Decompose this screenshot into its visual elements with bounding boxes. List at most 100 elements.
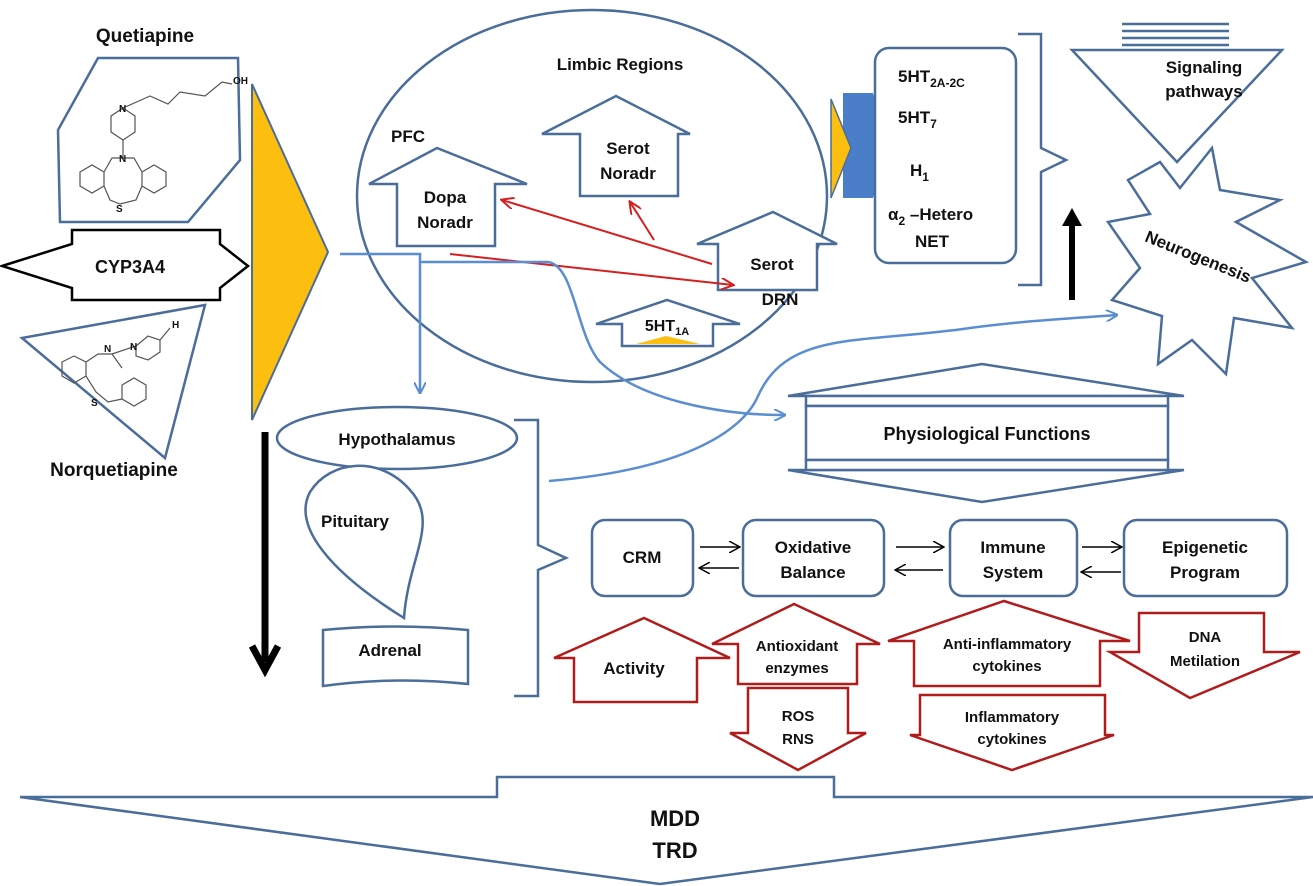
outcome-line2: TRD: [652, 838, 697, 863]
physiological-box: [804, 404, 1170, 462]
outcome-line1: MDD: [650, 806, 700, 831]
adrenal-label: Adrenal: [358, 641, 421, 660]
norquetiapine-atom-s: S: [91, 398, 98, 409]
pituitary-label: Pituitary: [321, 512, 390, 531]
dna-metilation-line2: Metilation: [1170, 653, 1240, 670]
inflammatory-line2: cytokines: [977, 731, 1046, 748]
limbic-regions-oval: [355, 8, 829, 384]
epigenetic-program-line1: Epigenetic: [1162, 538, 1248, 557]
oxidative-balance-line2: Balance: [780, 563, 845, 582]
limbic-up-arrow: [541, 94, 691, 198]
pituitary-shape: [304, 464, 424, 621]
anti-inflammatory-line1: Anti-inflammatory: [943, 636, 1072, 653]
norquetiapine-structure-icon: [61, 327, 171, 407]
autoreceptor-gold-fill: [636, 336, 700, 344]
receptor-5ht7: 5HT7: [898, 108, 937, 131]
drn-arrow-label: Serot: [750, 255, 794, 274]
limbic-regions-title: Limbic Regions: [557, 55, 684, 74]
quetiapine-atom-n2: N: [119, 104, 126, 115]
blue-connector-to-hypothalamus: [340, 252, 420, 392]
norquetiapine-atom-h: H: [172, 320, 179, 331]
immune-system-line1: Immune: [980, 538, 1045, 557]
norquetiapine-triangle: [19, 303, 207, 461]
epigenetic-program-box: [1122, 518, 1289, 598]
pfc-label: PFC: [391, 127, 425, 146]
quetiapine-atom-oh: OH: [233, 76, 248, 87]
pfc-arrow-line1: Dopa: [424, 188, 467, 207]
red-arrow-drn-to-limbic: [630, 202, 655, 241]
receptor-box: [873, 46, 1018, 265]
oxidative-balance-line1: Oxidative: [775, 538, 852, 557]
hpa-bracket: [514, 418, 570, 698]
antioxidant-line1: Antioxidant: [756, 638, 839, 655]
blue-connector-to-physiological: [420, 260, 784, 415]
norquetiapine-atom-n2: N: [130, 342, 137, 353]
signaling-line1: Signaling: [1166, 58, 1243, 77]
hypothalamus-label: Hypothalamus: [338, 430, 455, 449]
inflammatory-line1: Inflammatory: [965, 709, 1060, 726]
drn-label: DRN: [762, 290, 799, 309]
quetiapine-atom-s: S: [116, 204, 123, 215]
gold-triangle: [251, 83, 330, 421]
signaling-line2: pathways: [1165, 82, 1242, 101]
cyp3a4-arrow: [0, 228, 251, 302]
dna-metilation-arrow: [1105, 611, 1301, 700]
cyp3a4-label: CYP3A4: [95, 257, 165, 277]
autoreceptor-label: 5HT1A: [645, 318, 689, 338]
receptor-alpha2-hetero: α2 –Hetero: [888, 205, 973, 228]
adrenal-shape: [321, 625, 470, 688]
anti-inflammatory-arrow: [887, 599, 1131, 688]
dna-metilation-line1: DNA: [1189, 629, 1222, 646]
black-up-arrow-head: [1062, 208, 1082, 226]
ros-rns-line1: ROS: [782, 708, 815, 725]
limbic-arrow-line1: Serot: [606, 139, 650, 158]
pfc-arrow-line2: Noradr: [417, 213, 473, 232]
drn-up-arrow: [696, 210, 838, 292]
epigenetic-program-line2: Program: [1170, 563, 1240, 582]
pfc-up-arrow: [368, 146, 528, 248]
oxidative-balance-box: [741, 518, 886, 598]
blue-connector-to-neurogenesis: [548, 315, 1116, 483]
physiological-label: Physiological Functions: [883, 424, 1090, 444]
red-arrow-drn-to-pfc: [502, 200, 713, 265]
hypothalamus-shape: [275, 405, 519, 471]
receptor-h1: H1: [910, 161, 929, 184]
antioxidant-arrow: [711, 602, 881, 686]
signaling-pathways-arrow: [1069, 48, 1285, 164]
physiological-band-bottom: [804, 458, 1170, 472]
activity-label: Activity: [603, 659, 665, 678]
neurogenesis-starburst: [1105, 145, 1310, 377]
antioxidant-line2: enzymes: [765, 660, 828, 677]
red-arrow-pfc-to-drn: [449, 253, 733, 285]
cascade-connector-arrows: [700, 547, 1121, 572]
receptor-5ht2a2c: 5HT2A-2C: [898, 67, 965, 90]
quetiapine-atom-n1: N: [119, 154, 126, 165]
immune-system-line2: System: [983, 563, 1043, 582]
physiological-arrow-bottom: [787, 468, 1185, 504]
activity-arrow: [553, 616, 731, 704]
anti-inflammatory-line2: cytokines: [972, 658, 1041, 675]
receptor-net: NET: [915, 232, 950, 251]
limbic-arrow-line2: Noradr: [600, 164, 656, 183]
receptor-gold-chevron: [830, 98, 852, 199]
outcome-arrow: [19, 775, 1313, 886]
norquetiapine-label: Norquetiapine: [50, 460, 178, 481]
autoreceptor-arrow: [595, 298, 741, 348]
quetiapine-label: Quetiapine: [96, 26, 194, 47]
physiological-band-top: [804, 394, 1170, 408]
immune-system-box: [948, 518, 1079, 598]
ros-rns-line2: RNS: [782, 731, 814, 748]
physiological-arrow-top: [787, 362, 1185, 398]
black-down-arrow-head: [248, 644, 282, 678]
inflammatory-arrow: [909, 693, 1115, 772]
crm-label: CRM: [623, 548, 662, 567]
receptor-bracket: [1018, 32, 1069, 287]
quetiapine-hexagon: [56, 56, 242, 224]
crm-box: [590, 518, 695, 598]
ros-rns-arrow: [729, 686, 867, 772]
norquetiapine-atom-n1: N: [104, 344, 111, 355]
quetiapine-structure-icon: [79, 81, 233, 205]
signaling-stripes: [1122, 22, 1229, 47]
